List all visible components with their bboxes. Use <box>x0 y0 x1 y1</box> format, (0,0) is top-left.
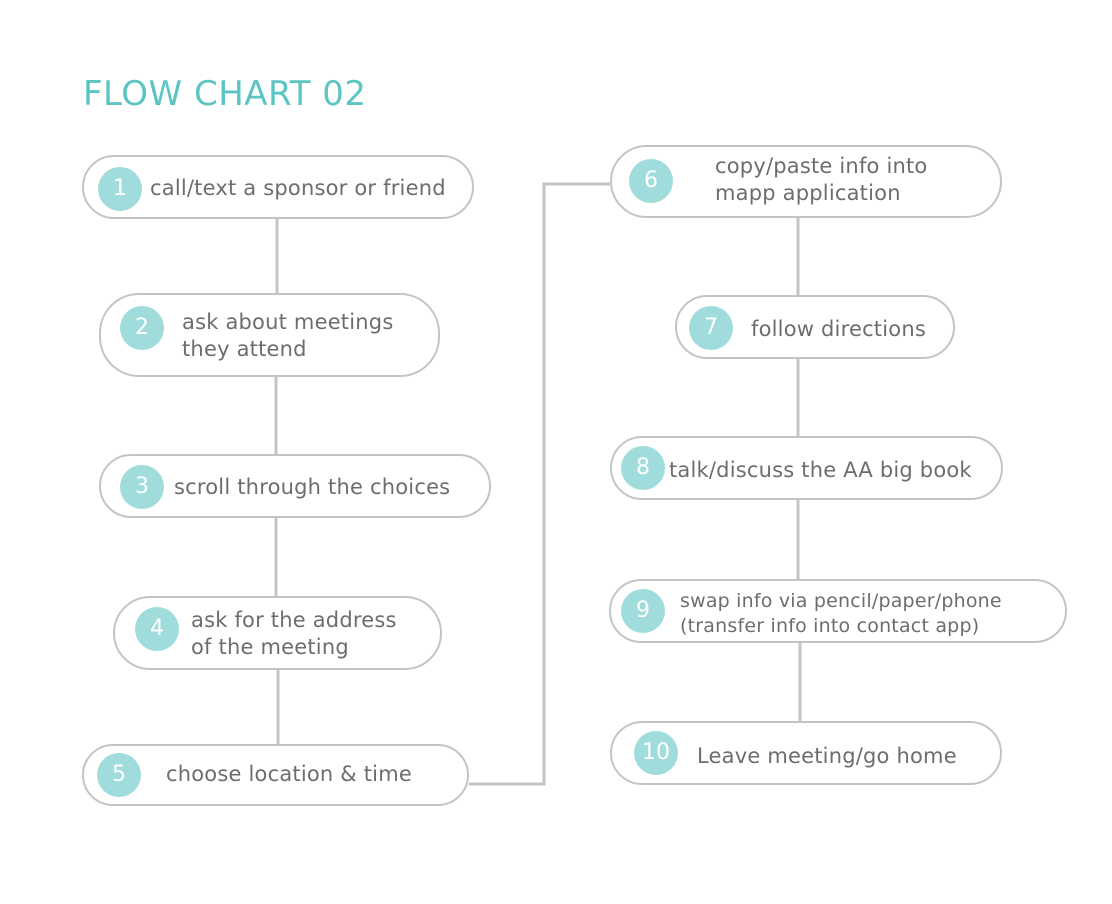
step-5-number-badge: 5 <box>97 753 141 797</box>
step-2-label: ask about meetings they attend <box>182 310 394 361</box>
step-6-label: copy/paste info into mapp application <box>715 154 928 205</box>
step-6-box: 6 copy/paste info into mapp application <box>610 145 1002 218</box>
step-1-label: call/text a sponsor or friend <box>150 176 446 200</box>
step-8-number-badge: 8 <box>621 446 665 490</box>
step-8-box: 8 talk/discuss the AA big book <box>610 436 1003 500</box>
step-1-box: 1 call/text a sponsor or friend <box>82 155 474 219</box>
step-3-box: 3 scroll through the choices <box>99 454 491 518</box>
step-2-box: 2 ask about meetings they attend <box>99 293 440 377</box>
step-10-label: Leave meeting/go home <box>697 744 957 768</box>
step-9-box: 9 swap info via pencil/paper/phone (tran… <box>609 579 1067 643</box>
step-7-number-badge: 7 <box>689 306 733 350</box>
step-9-label: swap info via pencil/paper/phone (transf… <box>680 590 1002 637</box>
step-2-number-badge: 2 <box>120 306 164 350</box>
step-7-box: 7 follow directions <box>675 295 955 359</box>
step-7-label: follow directions <box>751 317 926 341</box>
step-10-number-badge: 10 <box>634 731 678 775</box>
step-8-label: talk/discuss the AA big book <box>669 458 972 482</box>
step-1-number-badge: 1 <box>98 167 142 211</box>
chart-title: FLOW CHART 02 <box>83 74 367 114</box>
step-5-label: choose location & time <box>166 762 412 786</box>
step-3-number-badge: 3 <box>120 465 164 509</box>
step-4-number-badge: 4 <box>135 607 179 651</box>
step-6-number-badge: 6 <box>629 159 673 203</box>
step-3-label: scroll through the choices <box>174 475 451 499</box>
step-9-number-badge: 9 <box>621 589 665 633</box>
step-4-label: ask for the address of the meeting <box>191 608 397 659</box>
step-4-box: 4 ask for the address of the meeting <box>113 596 442 670</box>
connector-5-6 <box>469 182 610 786</box>
step-5-box: 5 choose location & time <box>82 744 469 806</box>
step-10-box: 10 Leave meeting/go home <box>610 721 1002 785</box>
